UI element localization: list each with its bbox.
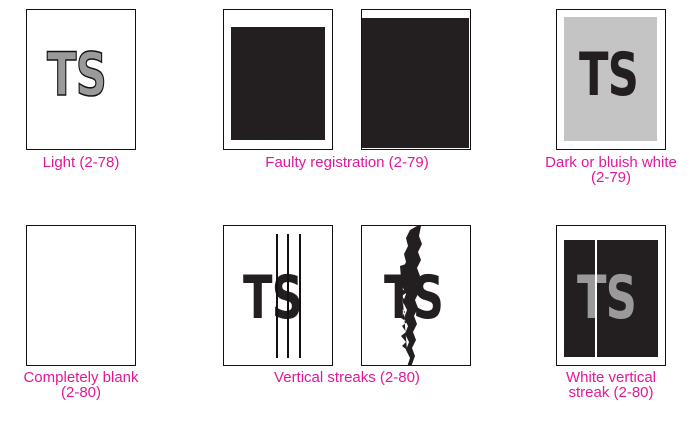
ts-sample-text: TS	[579, 40, 638, 110]
ts-sample-text: TS	[243, 263, 302, 333]
vertical-streaks-page-a: TS	[223, 225, 333, 366]
caption-faulty-registration: Faulty registration (2-79)	[247, 155, 447, 170]
caption-completely-blank: Completely blank (2-80)	[3, 370, 159, 400]
white-streak-line	[595, 240, 597, 357]
ts-sample-text: TS	[47, 40, 106, 110]
caption-dark-or-bluish: Dark or bluish white (2-79)	[531, 155, 691, 185]
white-streak-sample-page: TS	[556, 225, 666, 366]
black-streak-line	[299, 234, 301, 358]
black-streak-line	[287, 234, 289, 358]
dark-sample-page: TS	[556, 9, 666, 150]
caption-light: Light (2-78)	[6, 155, 156, 170]
blank-sample-page	[26, 225, 136, 366]
faulty-registration-page-a	[223, 9, 333, 150]
caption-white-vertical-streak: White vertical streak (2-80)	[531, 370, 691, 400]
vertical-streaks-page-b: TS	[361, 225, 471, 366]
caption-vertical-streaks: Vertical streaks (2-80)	[247, 370, 447, 385]
light-sample-page: TS	[26, 9, 136, 150]
faulty-registration-page-b	[361, 9, 471, 150]
jagged-streak	[362, 226, 471, 366]
ts-sample-text: TS	[577, 263, 636, 333]
black-print-area	[231, 27, 325, 140]
black-print-area	[362, 18, 469, 148]
black-streak-line	[276, 234, 278, 358]
